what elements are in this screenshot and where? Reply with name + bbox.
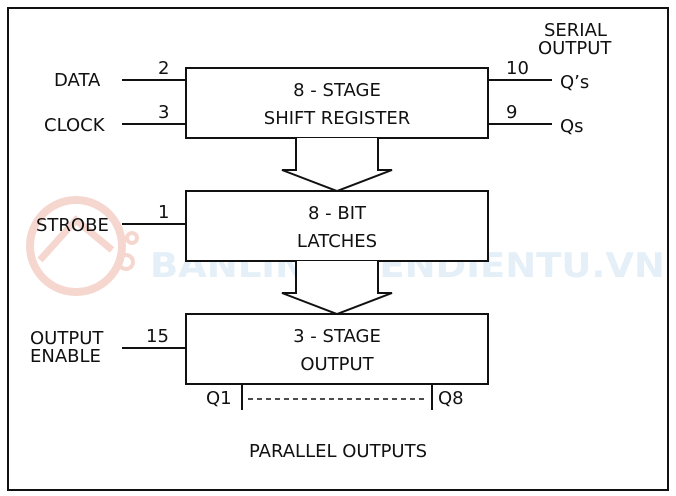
watermark-logo <box>26 196 139 296</box>
shift-register-block <box>185 67 489 139</box>
latches-subtitle: LATCHES <box>297 231 377 252</box>
output-enable-pin-number: 15 <box>146 326 169 347</box>
diagram-frame <box>7 7 669 491</box>
strobe-label: STROBE <box>36 215 109 236</box>
latches-title: 8 - BIT <box>308 203 367 224</box>
output-stage-block <box>185 313 489 385</box>
q8-label: Q8 <box>438 388 464 409</box>
output-stage-title: 3 - STAGE <box>293 326 381 347</box>
output-stage-subtitle: OUTPUT <box>300 354 374 375</box>
shift-register-title: 8 - STAGE <box>293 80 381 101</box>
parallel-outputs-caption: PARALLEL OUTPUTS <box>249 441 427 462</box>
q1-label: Q1 <box>206 388 232 409</box>
shift-to-latch-arrow <box>281 138 393 193</box>
clock-label: CLOCK <box>44 115 106 136</box>
qs-label: Qs <box>560 116 584 137</box>
strobe-pin-number: 1 <box>158 202 169 223</box>
clock-pin-number: 3 <box>158 102 169 123</box>
output-enable-label-line2: ENABLE <box>30 346 101 367</box>
data-pin-number: 2 <box>158 58 169 79</box>
qs-prime-label: Q’s <box>560 72 589 93</box>
serial-output-label-line1: SERIAL <box>544 20 607 41</box>
shift-register-subtitle: SHIFT REGISTER <box>264 108 410 129</box>
latch-to-output-arrow <box>281 261 393 316</box>
qs-pin-number: 9 <box>506 102 517 123</box>
output-enable-label-line1: OUTPUT <box>30 328 104 349</box>
qs-prime-pin-number: 10 <box>506 58 529 79</box>
data-label: DATA <box>54 70 101 91</box>
serial-output-label-line2: OUTPUT <box>538 38 612 59</box>
latches-block <box>185 190 489 262</box>
